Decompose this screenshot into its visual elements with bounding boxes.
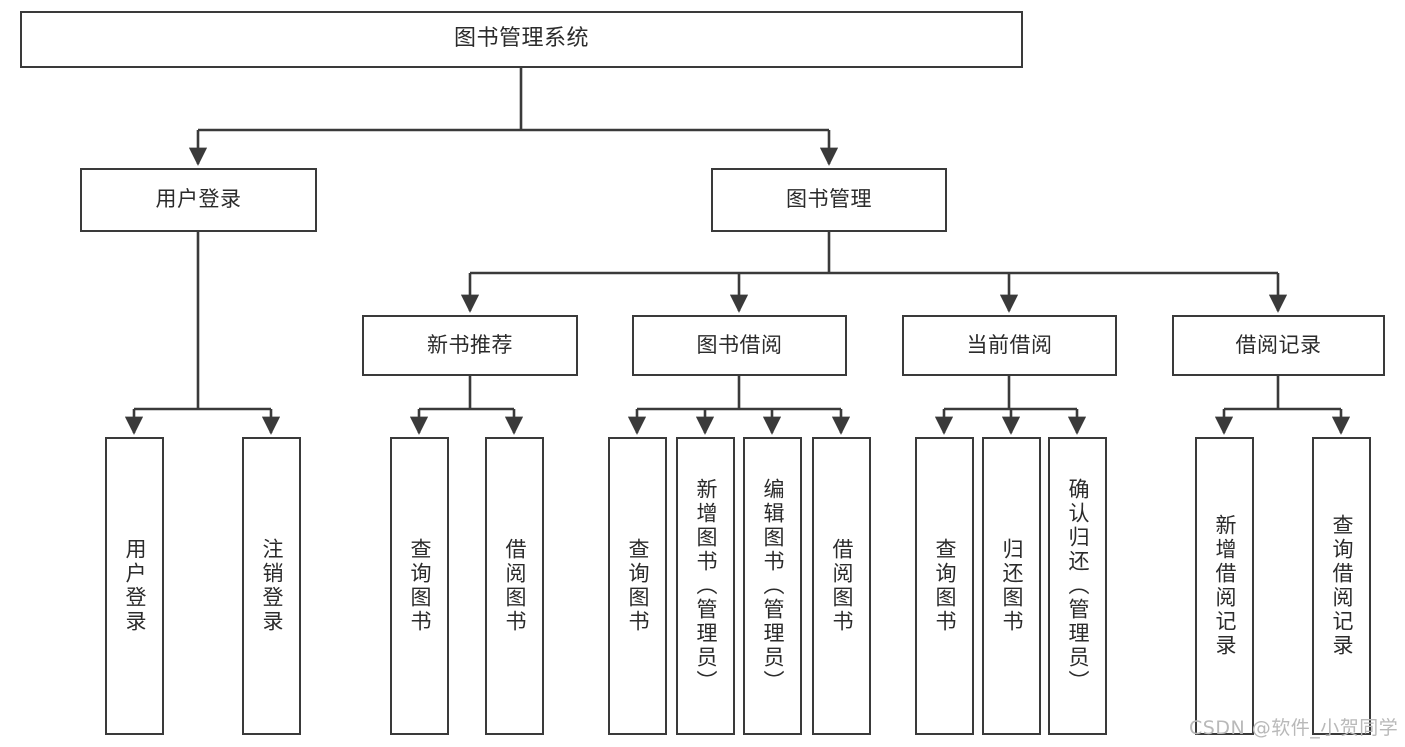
node-label: 编辑图书（管理员） [761, 478, 785, 694]
node-label: 用户登录 [155, 187, 242, 212]
leaf-borrow-add-book-admin[interactable]: 新增图书（管理员） [676, 437, 735, 735]
node-label: 当前借阅 [966, 332, 1053, 357]
node-new-book-recommend[interactable]: 新书推荐 [362, 315, 578, 376]
node-label: 确认归还（管理员） [1066, 478, 1090, 694]
node-label: 查询图书 [626, 538, 650, 634]
leaf-borrow-edit-book-admin[interactable]: 编辑图书（管理员） [743, 437, 802, 735]
node-label: 查询图书 [933, 538, 957, 634]
node-label: 查询图书 [408, 538, 432, 634]
node-borrow-record[interactable]: 借阅记录 [1172, 315, 1385, 376]
node-label: 查询借阅记录 [1330, 514, 1354, 658]
node-label: 借阅图书 [830, 538, 854, 634]
csdn-watermark: CSDN @软件_小贺同学 [1189, 717, 1399, 739]
leaf-current-query-book[interactable]: 查询图书 [915, 437, 974, 735]
node-label: 新增借阅记录 [1213, 514, 1237, 658]
leaf-borrow-query-book[interactable]: 查询图书 [608, 437, 667, 735]
leaf-record-query-record[interactable]: 查询借阅记录 [1312, 437, 1371, 735]
node-book-borrow[interactable]: 图书借阅 [632, 315, 847, 376]
node-label: 新书推荐 [427, 332, 513, 357]
leaf-current-confirm-return-admin[interactable]: 确认归还（管理员） [1048, 437, 1107, 735]
node-label: 借阅记录 [1235, 332, 1322, 357]
node-label: 图书借阅 [696, 332, 783, 357]
node-user-login[interactable]: 用户登录 [80, 168, 317, 232]
node-label: 归还图书 [1000, 538, 1024, 634]
node-label: 图书管理系统 [453, 26, 589, 52]
node-root-system[interactable]: 图书管理系统 [20, 11, 1023, 68]
node-label: 新增图书（管理员） [694, 478, 718, 694]
leaf-recommend-borrow-book[interactable]: 借阅图书 [485, 437, 544, 735]
leaf-record-add-record[interactable]: 新增借阅记录 [1195, 437, 1254, 735]
leaf-user-login-logout[interactable]: 注销登录 [242, 437, 301, 735]
node-label: 注销登录 [260, 538, 284, 634]
leaf-current-return-book[interactable]: 归还图书 [982, 437, 1041, 735]
leaf-borrow-borrow-book[interactable]: 借阅图书 [812, 437, 871, 735]
leaf-user-login-login[interactable]: 用户登录 [105, 437, 164, 735]
node-current-borrow[interactable]: 当前借阅 [902, 315, 1117, 376]
node-label: 借阅图书 [503, 538, 527, 634]
node-label: 用户登录 [123, 538, 147, 634]
leaf-recommend-query-book[interactable]: 查询图书 [390, 437, 449, 735]
node-label: 图书管理 [786, 187, 872, 212]
node-book-management[interactable]: 图书管理 [711, 168, 947, 232]
